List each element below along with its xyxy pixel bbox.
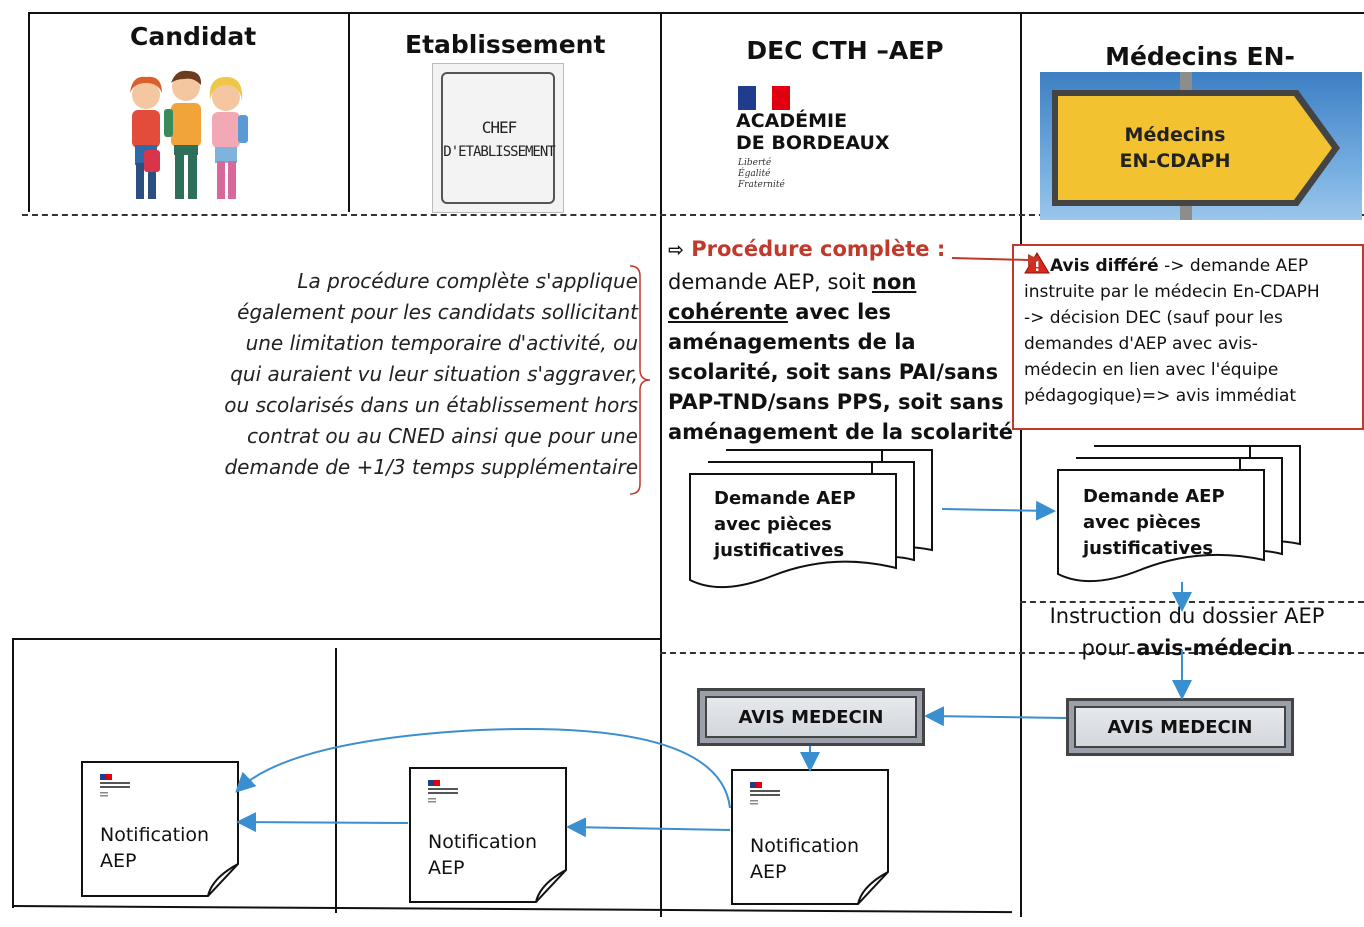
procedure-title: Procédure complète :: [691, 237, 946, 261]
procedure-l1a: demande AEP, soit: [668, 270, 872, 294]
procedure-complete-block: ⇨ Procédure complète : demande AEP, soit…: [668, 234, 1018, 447]
procedure-arrow: ⇨: [668, 239, 684, 261]
doc-left-l2: avec pièces: [714, 514, 832, 535]
avis-differe-l4: demandes d'AEP avec avis-: [1024, 334, 1258, 354]
notification-1-text: Notification AEP: [100, 822, 209, 874]
col-divider-1: [28, 12, 30, 212]
avis-differe-l5: médecin en lien avec l'équipe: [1024, 360, 1279, 380]
note-line-1: La procédure complète s'applique: [297, 269, 638, 293]
avis-medecin-right: AVIS MEDECIN: [1066, 698, 1294, 756]
avis-differe-l6a: pédagogique): [1024, 386, 1142, 406]
avis-differe-title: Avis différé: [1050, 256, 1159, 276]
arrow-notif3-to-notif2: [566, 817, 731, 838]
academie-bordeaux-logo: ACADÉMIE DE BORDEAUX Liberté Égalité Fra…: [730, 80, 892, 198]
motto-3: Fraternité: [738, 180, 785, 190]
notification-3-text: Notification AEP: [750, 833, 859, 885]
academie-line1: ACADÉMIE: [736, 110, 848, 132]
notif1-l2: AEP: [100, 850, 137, 872]
chef-line1: CHEF: [481, 118, 518, 137]
demande-doc-left-text: Demande AEP avec pièces justificatives: [714, 486, 856, 564]
header-separator: [22, 214, 1364, 216]
avis-differe-l6b: => avis immédiat: [1141, 386, 1297, 406]
doc-left-l3: justificatives: [714, 540, 845, 561]
chef-etablissement-image: CHEF D'ETABLISSEMENT: [432, 63, 564, 213]
doc-right-l1: Demande AEP: [1083, 486, 1225, 507]
procedure-to-avis-arrow: [951, 254, 1040, 266]
procedure-l6: aménagement de la scolarité: [668, 420, 1013, 444]
doc-right-l3: justificatives: [1083, 538, 1214, 559]
header-etablissement: Etablissement: [405, 30, 606, 59]
medecins-sign-image: Médecins EN-CDAPH: [1040, 72, 1362, 220]
demande-doc-right-text: Demande AEP avec pièces justificatives: [1083, 484, 1225, 562]
header-dec: DEC CTH –AEP: [746, 36, 944, 65]
top-border: [28, 12, 1364, 14]
col-divider-3: [660, 12, 662, 917]
demande-doc-left-shape: [689, 449, 933, 589]
sign-line1: Médecins: [1124, 124, 1226, 146]
instruction-l2b: avis-médecin: [1136, 636, 1293, 660]
notif3-l2: AEP: [750, 861, 787, 883]
note-line-5: ou scolarisés dans un établissement hors: [224, 393, 638, 417]
avis-differe-l3: -> décision DEC (sauf pour les: [1024, 308, 1283, 328]
bottom-left-edge: [12, 638, 14, 908]
avis-differe-l1: -> demande AEP: [1158, 256, 1309, 276]
arrow-notif3-to-notif1-curve: [235, 727, 731, 809]
motto-2: Égalité: [738, 169, 771, 179]
bottom-row-top: [12, 638, 660, 640]
note-line-4: qui auraient vu leur situation s'aggrave…: [230, 362, 638, 386]
avis-differe-box: Avis différé -> demande AEP instruite pa…: [1012, 244, 1364, 430]
marianne-flag-icon: [738, 86, 790, 110]
academie-line2: DE BORDEAUX: [736, 132, 890, 154]
instruction-separator: [1020, 601, 1364, 603]
notif1-l1: Notification: [100, 824, 210, 846]
header-candidat: Candidat: [130, 22, 257, 51]
notification-3-shape: [731, 769, 889, 905]
students-illustration: [118, 55, 256, 208]
arrow-doc-to-medecin: [941, 500, 1056, 521]
avis-medecin-left: AVIS MEDECIN: [697, 688, 925, 746]
procedure-l5: PAP-TND/sans PPS, soit sans: [668, 390, 1004, 414]
note-bracket: [629, 265, 651, 495]
procedure-l1b: non: [872, 270, 917, 294]
arrow-avis-right-to-left: [924, 706, 1067, 727]
procedure-l2b: avec les: [787, 300, 892, 324]
motto-1: Liberté: [738, 158, 772, 168]
notification-2-shape: [409, 767, 567, 903]
row-separator-right: [660, 652, 1364, 654]
notif2-l1: Notification: [428, 831, 538, 853]
notif3-l1: Notification: [750, 835, 860, 857]
instruction-l2a: pour: [1081, 636, 1137, 660]
demande-doc-right-shape: [1057, 445, 1301, 583]
notif2-l2: AEP: [428, 857, 465, 879]
notification-2-text: Notification AEP: [428, 829, 537, 881]
col-divider-4: [1020, 12, 1022, 917]
sign-line2: EN-CDAPH: [1119, 150, 1231, 172]
doc-right-l2: avec pièces: [1083, 512, 1201, 533]
note-line-2: également pour les candidats sollicitant: [237, 300, 638, 324]
avis-differe-l2: instruite par le médecin En-CDAPH: [1024, 282, 1320, 302]
bottom-col-divider: [335, 648, 337, 913]
chef-line2: D'ETABLISSEMENT: [443, 144, 555, 160]
procedure-l4: scolarité, soit sans PAI/sans: [668, 360, 999, 384]
notification-1-shape: [81, 761, 239, 897]
instruction-text: Instruction du dossier AEP pour avis-méd…: [1022, 600, 1352, 664]
procedure-note: La procédure complète s'applique égaleme…: [180, 266, 638, 483]
arrow-notif2-to-notif1: [236, 812, 409, 833]
note-line-3: une limitation temporaire d'activité, ou: [245, 331, 638, 355]
procedure-l3: aménagements de la: [668, 330, 916, 354]
note-line-7: demande de +1/3 temps supplémentaire: [224, 455, 638, 479]
col-divider-2: [348, 12, 350, 212]
procedure-l2a: cohérente: [668, 300, 788, 324]
doc-left-l1: Demande AEP: [714, 488, 856, 509]
note-line-6: contrat ou au CNED ainsi que pour une: [246, 424, 638, 448]
